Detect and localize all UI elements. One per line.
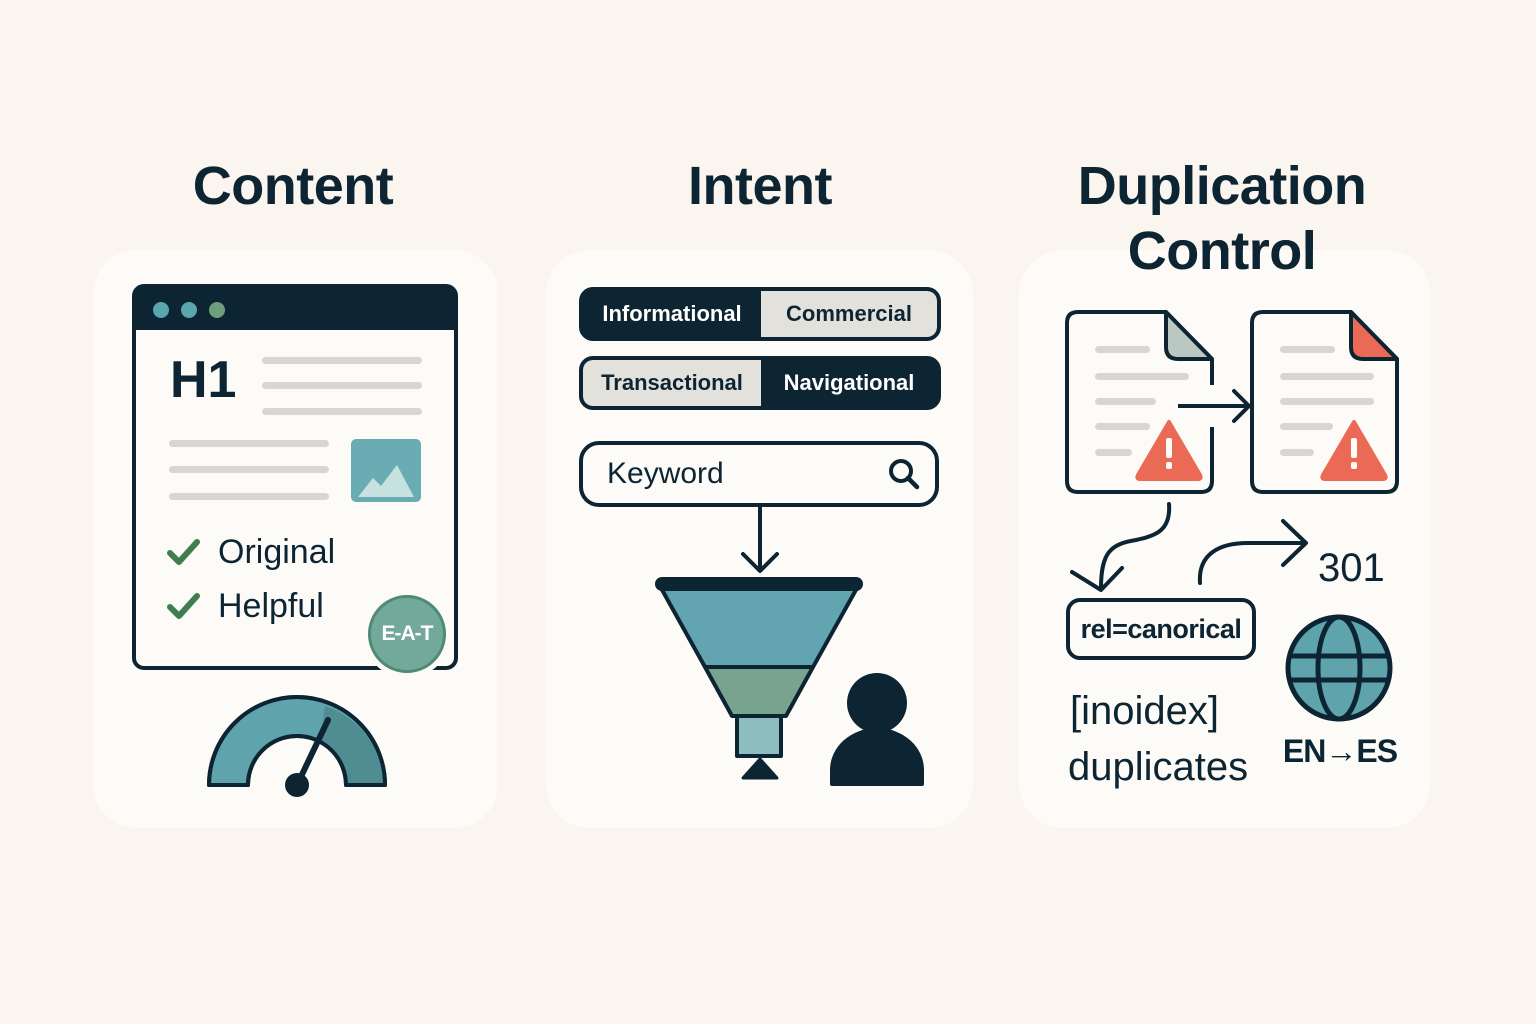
- canonical-tag-label: rel=canorical: [1080, 613, 1242, 644]
- intent-navigational[interactable]: Navigational: [761, 360, 937, 406]
- arrow-right-icon: [1176, 385, 1254, 427]
- check-icon: [167, 593, 200, 619]
- text-line: [169, 466, 329, 473]
- text-line: [169, 493, 329, 500]
- text-line: [262, 408, 422, 415]
- intent-row-2: Transactional Navigational: [579, 356, 941, 410]
- eat-badge-label: E-A-T: [381, 622, 434, 645]
- intent-informational[interactable]: Informational: [583, 291, 761, 337]
- intent-transactional[interactable]: Transactional: [583, 360, 761, 406]
- curved-arrow-down-icon: [1066, 500, 1176, 595]
- image-placeholder-icon: [351, 439, 421, 502]
- heading-control-overlay: Control: [1127, 221, 1317, 281]
- window-dot-2: [181, 302, 197, 318]
- heading-intent: Intent: [688, 156, 832, 216]
- h1-label: H1: [170, 351, 237, 409]
- curved-arrow-right-icon: [1193, 515, 1313, 587]
- checklist-label: Original: [218, 532, 336, 571]
- window-dot-3: [209, 302, 225, 318]
- document-warning-icon: [1064, 309, 1216, 495]
- canonical-tag: rel=canorical: [1066, 598, 1256, 660]
- intent-row-1: Informational Commercial: [579, 287, 941, 341]
- duplicates-label: duplicates: [1068, 745, 1249, 789]
- arrow-down-icon: [740, 506, 782, 576]
- eat-badge: E-A-T: [368, 595, 446, 673]
- search-value: Keyword: [607, 457, 724, 490]
- noindex-label: [inoidex]: [1070, 689, 1219, 733]
- window-dot-1: [153, 302, 169, 318]
- text-line: [262, 357, 422, 364]
- text-line: [262, 382, 422, 389]
- heading-content: Content: [192, 156, 394, 216]
- user-icon: [828, 670, 928, 788]
- checklist-item-helpful: Helpful: [166, 586, 324, 626]
- text-line: [169, 440, 329, 447]
- redirect-301-label: 301: [1318, 546, 1385, 590]
- search-icon[interactable]: [887, 457, 921, 491]
- check-icon: [167, 539, 200, 565]
- heading-duplication: Duplication: [1077, 156, 1367, 216]
- checklist-item-original: Original: [166, 532, 335, 572]
- globe-icon: [1284, 613, 1394, 723]
- keyword-search-input[interactable]: Keyword: [579, 441, 939, 507]
- document-warning-icon: [1249, 309, 1401, 495]
- funnel-icon: [653, 574, 865, 784]
- checklist-label: Helpful: [218, 586, 324, 625]
- intent-commercial[interactable]: Commercial: [761, 291, 937, 337]
- speed-gauge-icon: [200, 695, 395, 800]
- language-label: EN→ES: [1282, 733, 1398, 769]
